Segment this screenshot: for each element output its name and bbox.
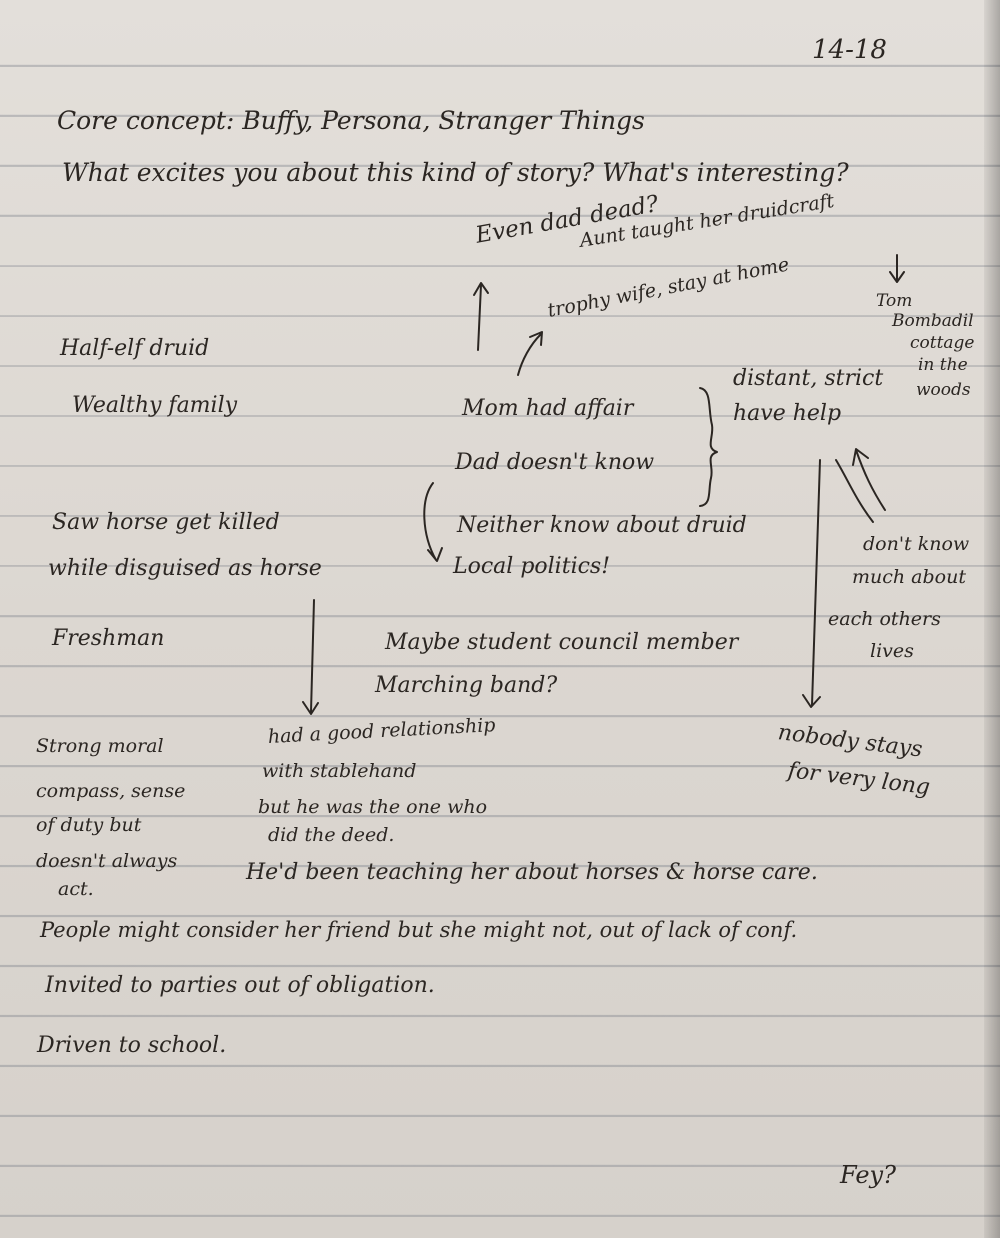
note-dontknow-3: each others	[828, 608, 941, 630]
question-line: What excites you about this kind of stor…	[62, 158, 849, 187]
page-edge-shadow	[984, 0, 1000, 1238]
curve-arrow-dontknow	[852, 448, 886, 511]
note-neither: Neither know about druid	[457, 513, 747, 538]
brace-parents	[699, 387, 718, 507]
note-driven: Driven to school.	[37, 1033, 227, 1058]
note-moral-3: of duty but	[36, 814, 142, 836]
note-tom-1: Tom	[876, 291, 913, 311]
note-dontknow-2: much about	[852, 566, 966, 588]
note-moral-5: act.	[58, 878, 94, 900]
note-distant: distant, strict	[733, 366, 884, 391]
note-moral-4: doesn't always	[36, 850, 178, 872]
note-tom-5: woods	[916, 380, 971, 400]
note-teaching: He'd been teaching her about horses & ho…	[246, 860, 818, 885]
core-concept-line: Core concept: Buffy, Persona, Stranger T…	[57, 106, 645, 135]
note-tom-4: in the	[918, 355, 968, 375]
note-have-help: have help	[733, 401, 842, 426]
note-marching-band: Marching band?	[375, 673, 558, 698]
note-fey: Fey?	[840, 1161, 896, 1189]
note-horse-1: Saw horse get killed	[52, 510, 280, 535]
note-dad-doesnt-know: Dad doesn't know	[455, 450, 655, 475]
note-stable-3: but he was the one who	[258, 796, 488, 818]
note-tom-3: cottage	[910, 333, 975, 353]
note-dontknow-4: lives	[870, 640, 914, 662]
curve-from-distant	[835, 459, 874, 523]
note-horse-2: while disguised as horse	[48, 556, 322, 581]
note-stable-4: did the deed.	[268, 824, 395, 846]
note-stable-2: with stablehand	[262, 760, 417, 782]
note-tom-2: Bombadil	[892, 311, 974, 331]
arrow-to-dead	[473, 282, 489, 351]
note-moral-1: Strong moral	[36, 735, 164, 757]
note-wealthy: Wealthy family	[72, 393, 238, 418]
arrow-aunt-to-tom	[889, 254, 905, 283]
note-freshman: Freshman	[52, 626, 165, 651]
note-friend: People might consider her friend but she…	[40, 918, 798, 942]
note-student-council: Maybe student council member	[385, 630, 739, 655]
arrow-to-trophy	[517, 331, 543, 376]
note-dontknow-1: don't know	[863, 533, 970, 555]
note-mom-affair: Mom had affair	[462, 396, 634, 421]
note-half-elf: Half-elf druid	[60, 336, 210, 361]
line-to-stablehand	[302, 599, 319, 715]
note-moral-2: compass, sense	[36, 780, 186, 802]
note-politics: Local politics!	[453, 554, 611, 579]
bracket-politics	[423, 482, 443, 562]
page-number: 14-18	[812, 35, 887, 65]
note-invited: Invited to parties out of obligation.	[45, 973, 435, 998]
line-to-nobody	[802, 459, 821, 708]
